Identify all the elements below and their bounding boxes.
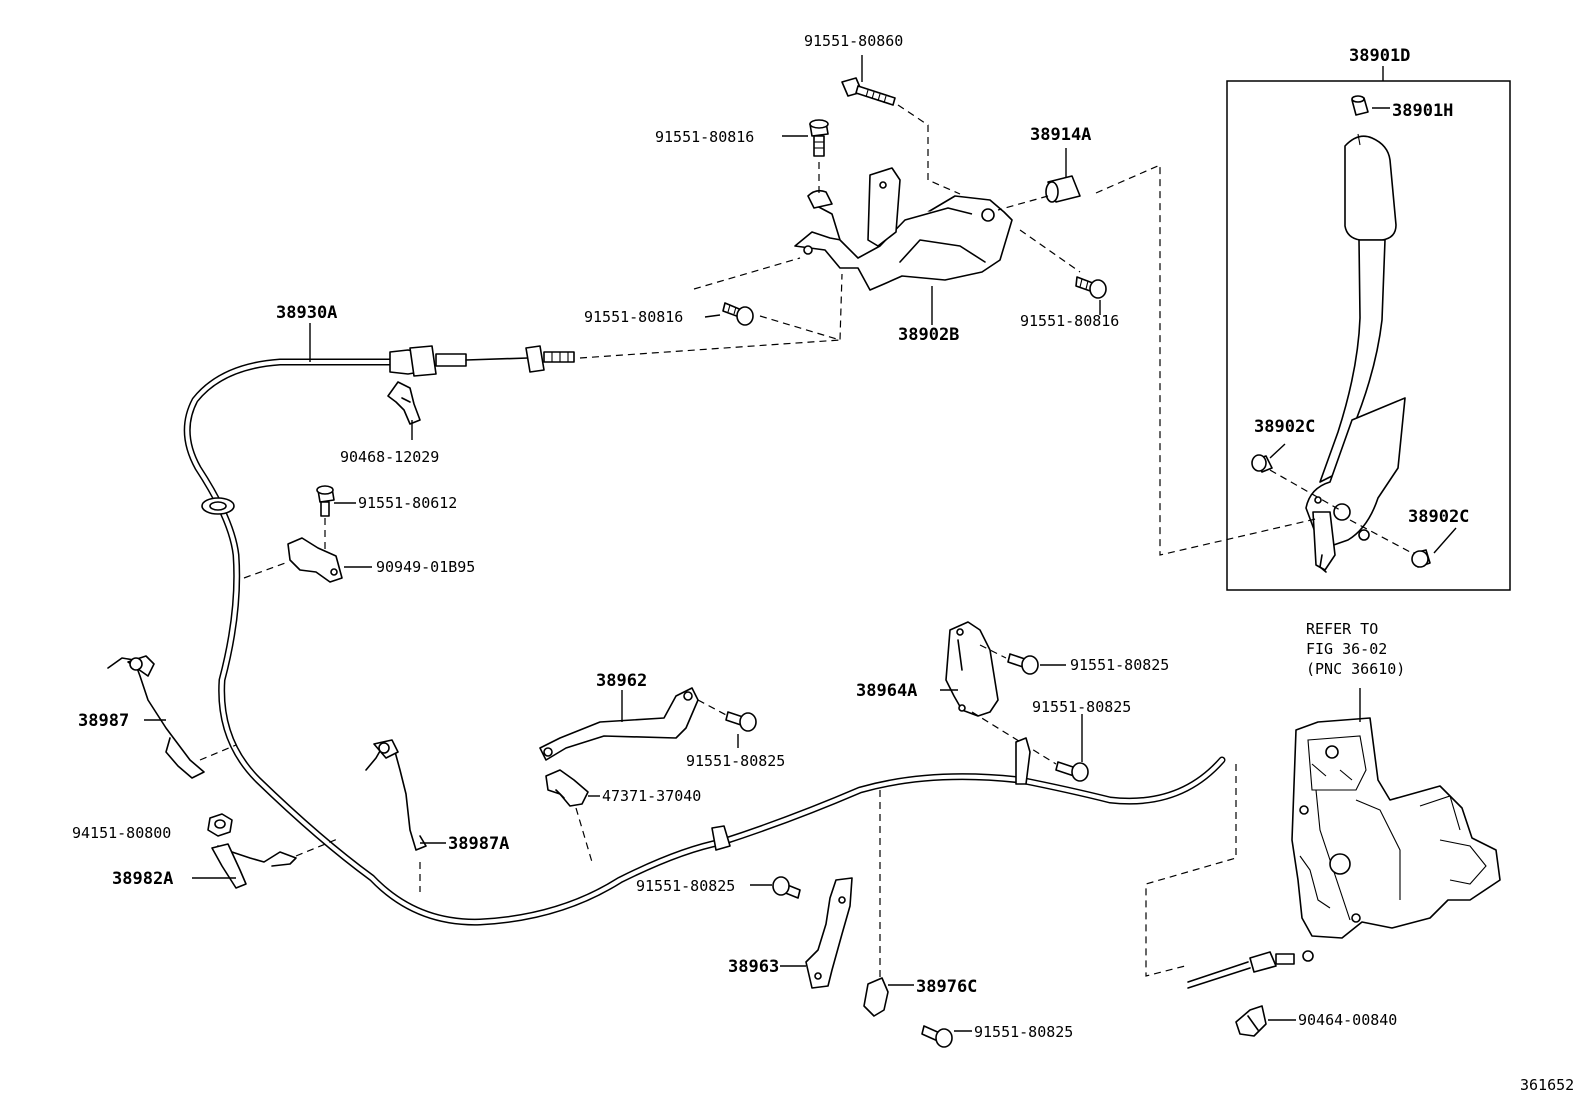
spring-38982A[interactable]	[211, 843, 297, 889]
label-91551-80825-a: 91551-80825	[686, 752, 785, 770]
label-91551-80816-top: 91551-80816	[655, 128, 754, 146]
bracket-38902B[interactable]	[794, 167, 1013, 291]
bracket-38963[interactable]	[805, 877, 853, 989]
cable-front-end-fitting	[389, 345, 575, 377]
label-38962: 38962	[596, 671, 647, 691]
label-38987: 38987	[78, 711, 129, 731]
refer-note-line1: REFER TO	[1306, 620, 1378, 638]
bolt-91551-80825-c[interactable]	[1055, 761, 1089, 782]
band-90464-00840[interactable]	[1235, 1005, 1267, 1037]
lever-cap-38901H[interactable]	[1351, 95, 1369, 116]
cable-38930A[interactable]	[183, 358, 1226, 926]
label-38930A: 38930A	[276, 303, 337, 323]
lever-bushing-38902C-lower[interactable]	[1411, 549, 1431, 568]
clip-90468-12029[interactable]	[387, 381, 421, 425]
label-47371-37040: 47371-37040	[602, 787, 701, 805]
spacer-38914A[interactable]	[1045, 175, 1081, 203]
bracket-38964A[interactable]	[945, 621, 999, 717]
label-38963: 38963	[728, 957, 779, 977]
figure-number: 361652	[1520, 1076, 1574, 1094]
label-90949-01B95: 90949-01B95	[376, 558, 475, 576]
label-38902B: 38902B	[898, 325, 959, 345]
label-38987A: 38987A	[448, 834, 509, 854]
label-91551-80816-right: 91551-80816	[1020, 312, 1119, 330]
label-38901D: 38901D	[1349, 46, 1410, 66]
clip-38976C[interactable]	[863, 977, 889, 1017]
lever-assembly-box	[1226, 80, 1511, 591]
rear-actuator-assembly[interactable]	[1291, 717, 1501, 939]
bracket-38962[interactable]	[539, 687, 699, 761]
label-38964A: 38964A	[856, 681, 917, 701]
bolt-91551-80825-b[interactable]	[1007, 653, 1039, 675]
label-91551-80860: 91551-80860	[804, 32, 903, 50]
refer-note-line3: (PNC 36610)	[1306, 660, 1405, 678]
label-38976C: 38976C	[916, 977, 977, 997]
nut-94151-80800[interactable]	[207, 813, 233, 837]
bolt-91551-80612[interactable]	[316, 485, 335, 517]
parking-brake-lever[interactable]	[1305, 133, 1406, 573]
label-38982A: 38982A	[112, 869, 173, 889]
bolt-91551-80816-left[interactable]	[722, 302, 754, 326]
bolt-91551-80816-top[interactable]	[809, 119, 829, 157]
clip-47371-37040[interactable]	[545, 769, 589, 807]
cable-clamp	[1015, 737, 1031, 785]
label-91551-80825-b: 91551-80825	[1070, 656, 1169, 674]
label-91551-80612: 91551-80612	[358, 494, 457, 512]
label-91551-80816-left: 91551-80816	[584, 308, 683, 326]
bolt-91551-80816-right[interactable]	[1075, 276, 1107, 299]
label-38914A: 38914A	[1030, 125, 1091, 145]
spring-38987A[interactable]	[365, 739, 427, 851]
bolt-91551-80825-d[interactable]	[772, 876, 801, 899]
refer-note-line2: FIG 36-02	[1306, 640, 1387, 658]
bolt-91551-80860[interactable]	[841, 77, 896, 106]
bolt-91551-80825-e[interactable]	[921, 1025, 953, 1048]
spring-38987[interactable]	[107, 655, 205, 779]
label-90468-12029: 90468-12029	[340, 448, 439, 466]
clamp-90949-01B95[interactable]	[287, 537, 343, 583]
label-38902C-lower: 38902C	[1408, 507, 1469, 527]
label-38902C-upper: 38902C	[1254, 417, 1315, 437]
cable-rear-end-fitting	[1187, 950, 1314, 989]
bolt-91551-80825-a[interactable]	[725, 711, 757, 732]
lever-bushing-38902C-upper[interactable]	[1251, 454, 1273, 473]
label-91551-80825-e: 91551-80825	[974, 1023, 1073, 1041]
cable-collar	[711, 825, 731, 851]
label-91551-80825-c: 91551-80825	[1032, 698, 1131, 716]
label-38901H: 38901H	[1392, 101, 1453, 121]
label-90464-00840: 90464-00840	[1298, 1011, 1397, 1029]
label-91551-80825-d: 91551-80825	[636, 877, 735, 895]
label-94151-80800: 94151-80800	[72, 824, 171, 842]
cable-grommet	[201, 497, 235, 515]
